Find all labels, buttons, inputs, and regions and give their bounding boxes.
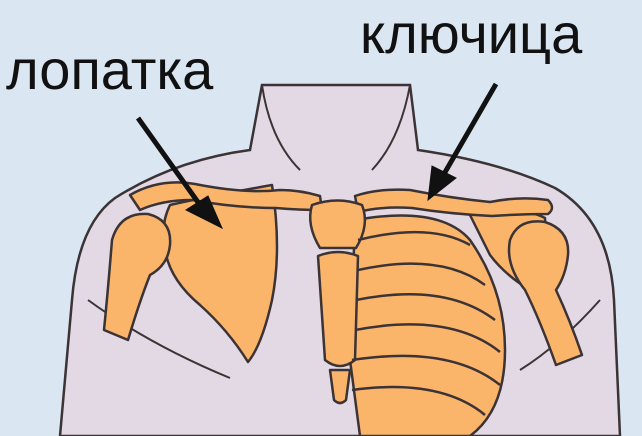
sternum-xiphoid [330,370,350,403]
sternum-body [318,252,358,366]
sternum-manubrium [310,201,365,249]
label-clavicle: ключица [360,6,582,62]
label-scapula: лопатка [6,42,213,98]
